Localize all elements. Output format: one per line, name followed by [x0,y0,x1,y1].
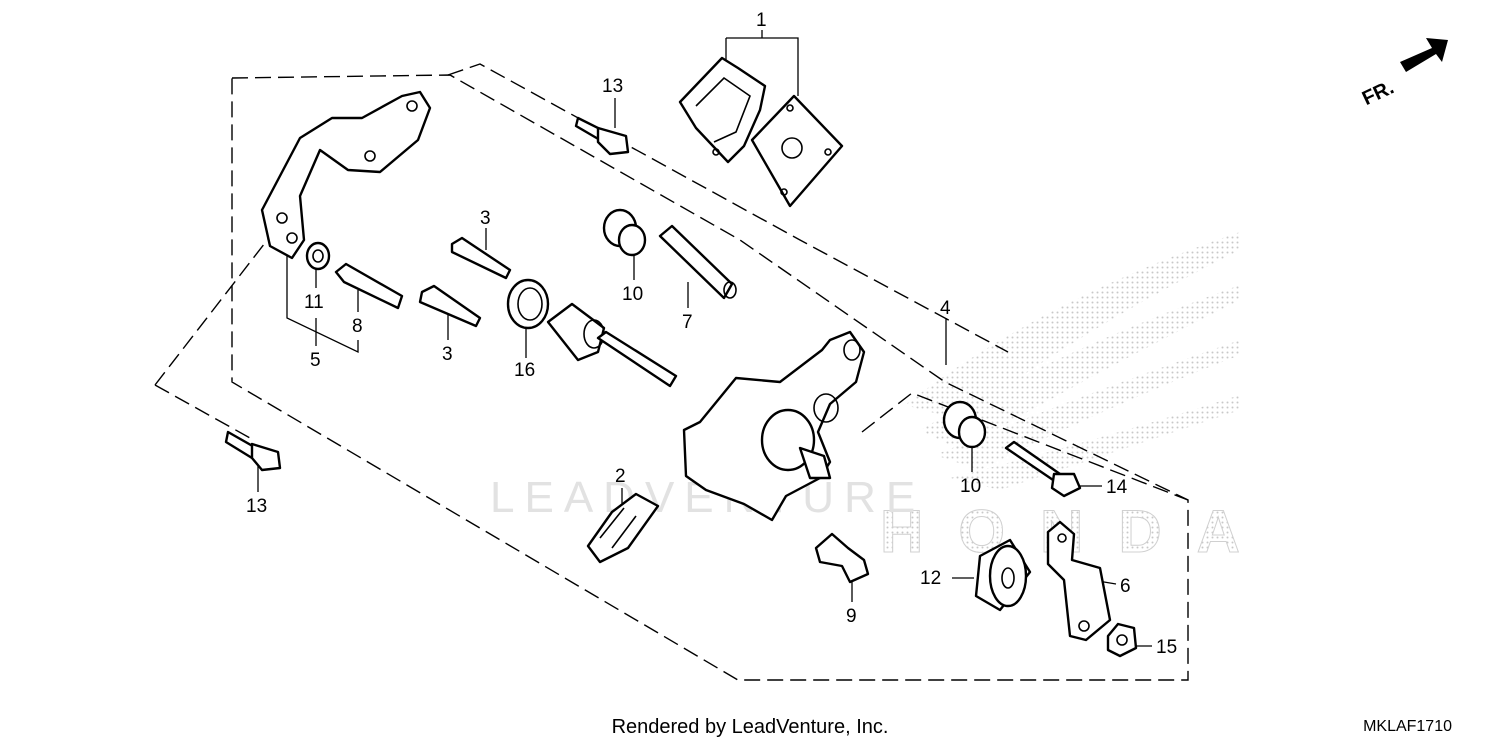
bolt-14 [1004,440,1082,498]
callout-14: 14 [1106,477,1128,498]
callout-9: 9 [846,606,857,627]
front-direction-label: FR. [1359,76,1397,110]
rendered-by-credit: Rendered by LeadVenture, Inc. [611,716,889,738]
front-direction-arrow: FR. [1359,38,1448,110]
nut-11 [305,241,331,271]
pad-spring-clip [586,492,660,564]
callout-1: 1 [756,10,767,31]
caliper-bracket [260,90,432,260]
callout-12: 12 [920,568,941,589]
callout-4: 4 [940,298,951,319]
nut-15 [1106,622,1138,658]
callout-labels: 1 2 3 3 4 5 6 7 8 9 10 10 11 12 13 13 14… [246,10,1177,658]
callout-11: 11 [304,292,324,313]
callout-5: 5 [310,350,321,371]
callout-3-upper: 3 [480,208,491,229]
callout-13-top: 13 [602,76,623,97]
honda-wing-watermark: HONDA [880,232,1241,566]
sleeve-7 [658,224,737,300]
piston-seal-16 [506,278,550,330]
flange-bolt-top [574,116,630,156]
callout-16: 16 [514,360,535,381]
guard-plate-6 [1046,520,1112,642]
slide-pin-lower [418,284,482,328]
bleeder-screw [814,532,870,584]
callout-7: 7 [682,312,693,333]
slide-pin-upper [450,236,512,280]
pin-boot-lower [942,400,987,449]
assembly-outline [154,63,1189,681]
roller-12 [974,538,1032,612]
callout-8: 8 [352,316,363,337]
diagram-code: MKLAF1710 [1363,718,1452,735]
callout-3-lower: 3 [442,344,453,365]
callout-2: 2 [615,466,626,487]
brake-pad-set [678,56,844,208]
piston-with-rod [546,302,678,388]
callout-13-bottom: 13 [246,496,267,517]
pin-boot-upper [602,208,647,257]
caliper-body [682,330,866,522]
leader-lines [257,30,1152,647]
callout-6: 6 [1120,576,1131,597]
callout-15: 15 [1156,637,1177,658]
pin-bolt-8 [334,262,404,310]
flange-bolt-bottom [224,430,282,472]
callout-10-upper: 10 [622,284,643,305]
callout-10-lower: 10 [960,476,981,497]
